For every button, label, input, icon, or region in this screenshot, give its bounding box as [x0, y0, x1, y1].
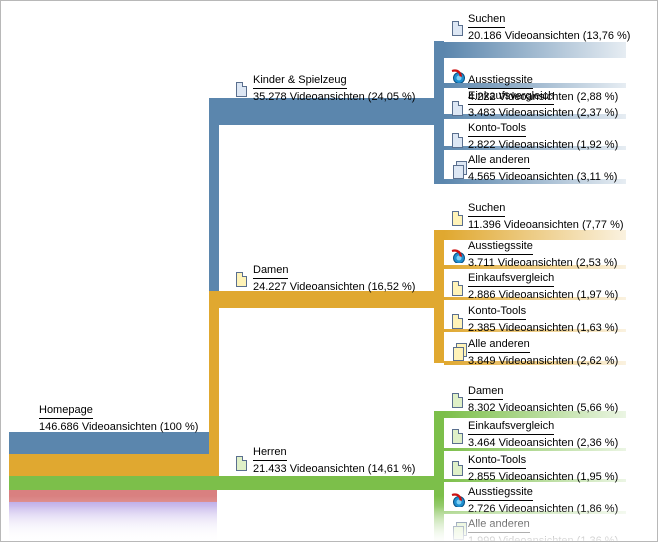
page-icon — [452, 101, 463, 116]
node-herren-child-0[interactable]: Damen 8.302 Videoansichten (5,66 %) — [468, 384, 618, 416]
node-label: Ausstiegssite — [468, 239, 533, 255]
page-icon — [452, 133, 463, 148]
node-stats: 2.385 Videoansichten (1,63 %) — [468, 322, 619, 334]
kinder-child-bar-2 — [444, 114, 626, 119]
node-damen-child-1[interactable]: Ausstiegssite 3.711 Videoansichten (2,53 … — [468, 239, 617, 271]
herren-branch — [219, 476, 435, 490]
damen-stem — [209, 291, 219, 476]
multi-page-icon — [453, 343, 467, 361]
node-stats: 3.849 Videoansichten (2,62 %) — [468, 355, 619, 367]
node-stats: 20.186 Videoansichten (13,76 %) — [468, 30, 631, 42]
exit-icon — [451, 69, 465, 83]
node-label: Suchen — [468, 12, 506, 28]
page-icon — [236, 82, 247, 97]
node-damen[interactable]: Damen 24.227 Videoansichten (16,52 %) — [253, 263, 415, 295]
node-label: Konto-Tools — [468, 453, 527, 469]
exit-icon — [451, 493, 465, 507]
root-node-stats: 146.686 Videoansichten (100 %) — [39, 421, 199, 433]
bottom-fade — [1, 506, 657, 541]
node-stats: 2.886 Videoansichten (1,97 %) — [468, 289, 619, 301]
node-stats: 3.483 Videoansichten (2,37 %) — [468, 107, 619, 119]
node-label: Einkaufsvergleich — [468, 419, 555, 435]
page-icon — [452, 21, 463, 36]
node-stats: 21.433 Videoansichten (14,61 %) — [253, 463, 416, 475]
kinder-column — [434, 41, 444, 184]
node-kinder-child-0[interactable]: Suchen 20.186 Videoansichten (13,76 %) — [468, 12, 630, 44]
page-icon — [452, 461, 463, 476]
page-icon — [452, 393, 463, 408]
damen-child-bar-1 — [444, 265, 626, 269]
node-label: Herren — [253, 445, 287, 461]
page-icon — [236, 456, 247, 471]
node-stats: 3.464 Videoansichten (2,36 %) — [468, 437, 619, 449]
kinder-stem — [209, 98, 219, 454]
node-label: Einkaufsvergleich — [468, 89, 555, 105]
node-label: Konto-Tools — [468, 304, 527, 320]
node-stats: 8.302 Videoansichten (5,66 %) — [468, 402, 619, 414]
herren-child-bar-0 — [444, 411, 626, 418]
node-label: Damen — [253, 263, 289, 279]
node-stats: 11.396 Videoansichten (7,77 %) — [468, 219, 624, 231]
node-label: Alle anderen — [468, 337, 530, 353]
node-damen-child-3[interactable]: Konto-Tools 2.385 Videoansichten (1,63 %) — [468, 304, 618, 336]
node-stats: 24.227 Videoansichten (16,52 %) — [253, 281, 416, 293]
kinder-child-bar-4 — [444, 179, 626, 184]
node-kinder-child-3[interactable]: Konto-Tools 2.822 Videoansichten (1,92 %) — [468, 121, 618, 153]
multi-page-icon — [453, 161, 467, 179]
node-label: Damen — [468, 384, 504, 400]
herren-root-band — [9, 476, 217, 490]
exit-icon — [451, 249, 465, 263]
node-label: Kinder & Spielzeug — [253, 73, 347, 89]
node-kinder-child-4[interactable]: Alle anderen 4.565 Videoansichten (3,11 %… — [468, 153, 617, 185]
node-stats: 4.565 Videoansichten (3,11 %) — [468, 171, 618, 183]
node-herren-child-2[interactable]: Konto-Tools 2.855 Videoansichten (1,95 %) — [468, 453, 618, 485]
page-icon — [452, 211, 463, 226]
root-node-homepage[interactable]: Homepage 146.686 Videoansichten (100 %) — [39, 403, 198, 435]
damen-child-bar-3 — [444, 329, 626, 332]
node-stats: 3.711 Videoansichten (2,53 %) — [468, 257, 618, 269]
page-icon — [452, 281, 463, 296]
damen-child-bar-2 — [444, 297, 626, 300]
node-label: Konto-Tools — [468, 121, 527, 137]
node-label: Alle anderen — [468, 153, 530, 169]
node-herren-child-1[interactable]: Einkaufsvergleich 3.464 Videoansichten (2… — [468, 419, 618, 451]
node-damen-child-4[interactable]: Alle anderen 3.849 Videoansichten (2,62 %… — [468, 337, 618, 369]
herren-column — [434, 411, 444, 541]
kinder-child-bar-3 — [444, 146, 626, 150]
herren-child-bar-2 — [444, 479, 626, 482]
node-label: Ausstiegssite — [468, 485, 533, 501]
damen-child-bar-4 — [444, 361, 626, 365]
herren-child-bar-1 — [444, 448, 626, 451]
page-icon — [452, 314, 463, 329]
node-herren[interactable]: Herren 21.433 Videoansichten (14,61 %) — [253, 445, 415, 477]
damen-child-bar-0 — [444, 230, 626, 240]
kinder-branch — [219, 98, 435, 125]
node-damen-child-2[interactable]: Einkaufsvergleich 2.886 Videoansichten (1… — [468, 271, 618, 303]
node-stats: 2.822 Videoansichten (1,92 %) — [468, 139, 619, 151]
node-stats: 35.278 Videoansichten (24,05 %) — [253, 91, 416, 103]
node-kinder-child-1[interactable]: Ausstiegssite 4.222 Videoansichten (2,88 … — [468, 73, 618, 105]
damen-column — [434, 230, 444, 363]
page-icon — [452, 429, 463, 444]
node-label: Suchen — [468, 201, 506, 217]
node-stats: 4.222 Videoansichten (2,88 %) — [468, 91, 619, 103]
kinder-child-bar-0 — [444, 42, 626, 58]
node-label: Einkaufsvergleich — [468, 271, 555, 287]
node-kinder-child-2[interactable]: Einkaufsvergleich 3.483 Videoansichten (2… — [468, 89, 618, 121]
node-kinder[interactable]: Kinder & Spielzeug 35.278 Videoansichten … — [253, 73, 415, 105]
node-label: Ausstiegssite — [468, 73, 533, 89]
damen-root-band — [9, 454, 217, 476]
kinder-root-band — [9, 432, 217, 454]
node-stats: 2.855 Videoansichten (1,95 %) — [468, 471, 619, 483]
damen-branch — [219, 291, 435, 308]
herren-stem — [209, 476, 219, 490]
node-damen-child-0[interactable]: Suchen 11.396 Videoansichten (7,77 %) — [468, 201, 624, 233]
page-icon — [236, 272, 247, 287]
kinder-child-bar-1 — [444, 83, 626, 88]
root-node-label: Homepage — [39, 403, 93, 419]
